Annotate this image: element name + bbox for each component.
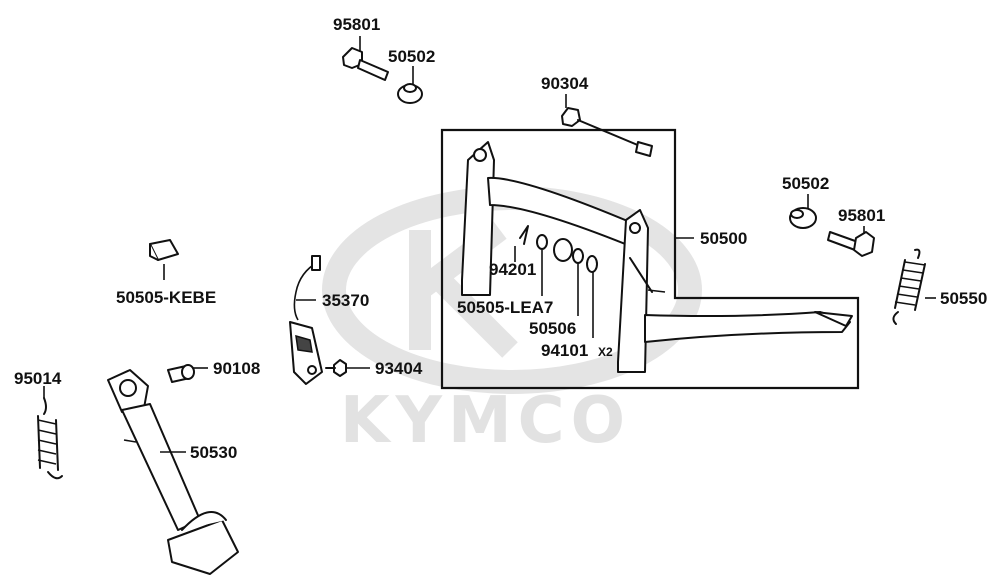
clip-94201 [519, 225, 529, 245]
switch-35370 [289, 255, 323, 385]
label-50505-lea7: 50505-LEA7 [457, 298, 553, 317]
washer-94101 [572, 248, 598, 273]
leader-lines [43, 36, 936, 453]
label-94101: 94101 [541, 341, 588, 360]
label-50530: 50530 [190, 443, 237, 462]
bolt-95801-right [827, 231, 875, 257]
spring-95014 [37, 397, 63, 480]
label-90108: 90108 [213, 359, 260, 378]
main-stand-frame [440, 128, 860, 390]
label-50505-kebe: 50505-KEBE [116, 288, 216, 307]
label-90304: 90304 [541, 74, 589, 93]
bolt-95801-top [342, 47, 389, 81]
washer-50506 [536, 234, 573, 262]
label-94201: 94201 [489, 260, 536, 279]
rubber-50505-kebe [149, 239, 179, 280]
watermark-brand-text: KYMCO [340, 384, 631, 458]
label-35370: 35370 [322, 291, 369, 310]
bushing-50502-right [789, 207, 817, 229]
label-94101-qty: X2 [598, 345, 613, 359]
label-50502-right: 50502 [782, 174, 829, 193]
screw-93404 [325, 359, 347, 377]
label-95014: 95014 [14, 369, 62, 388]
label-50502-top: 50502 [388, 47, 435, 66]
label-50550: 50550 [940, 289, 987, 308]
label-95801-top: 95801 [333, 15, 380, 34]
label-50500: 50500 [700, 229, 747, 248]
label-95801-right: 95801 [838, 206, 885, 225]
label-93404: 93404 [375, 359, 423, 378]
spring-50550 [892, 248, 926, 325]
bolt-90108 [167, 364, 195, 383]
bolt-90304 [561, 107, 653, 157]
main-stand [461, 141, 853, 373]
bushing-50502-top [397, 83, 423, 104]
side-stand-50530 [107, 369, 239, 575]
label-50506: 50506 [529, 319, 576, 338]
